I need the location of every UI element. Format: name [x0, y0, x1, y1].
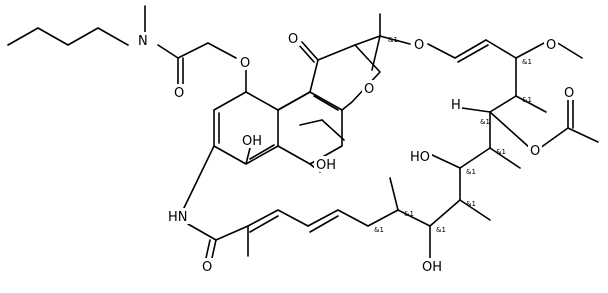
atom-o-aryl-ether: O: [240, 56, 250, 71]
bond-lines: [7, 5, 599, 259]
atom-labels: N O O O O O O O O H OH OH HO OH HN O: [136, 30, 576, 275]
stereo-label: &1: [466, 168, 476, 176]
atom-o-acetate-ester: O: [530, 144, 540, 159]
atom-o-lactam: O: [202, 260, 212, 275]
stereo-label: &1: [436, 226, 446, 234]
stereo-labels: &1 &1 &1 &1 &1 &1 &1 &1 &1 &1: [374, 36, 532, 234]
atom-o-ketone: O: [288, 32, 298, 47]
stereo-label: &1: [496, 148, 506, 156]
stereo-label: &1: [522, 96, 532, 104]
stereo-label: &1: [522, 58, 532, 66]
atom-oh-chain-2: OH: [422, 260, 442, 275]
stereo-label: &1: [480, 118, 490, 126]
atom-oh-naphth-2: OH: [316, 158, 336, 173]
atom-oh-naphth-1: OH: [242, 134, 262, 149]
atom-h-stereo: H: [451, 98, 461, 113]
atom-o-amide-carbonyl: O: [174, 86, 184, 101]
atom-o-furan: O: [364, 82, 374, 97]
atom-o-methoxy: O: [546, 38, 556, 53]
stereo-label: &1: [388, 36, 398, 44]
atom-o-vinyl-ether: O: [414, 38, 424, 53]
atom-o-acetate-carbonyl: O: [564, 86, 574, 101]
stereo-label: &1: [404, 210, 414, 218]
atom-n-amide: N: [138, 34, 148, 49]
stereo-label: &1: [466, 200, 476, 208]
stereo-label: &1: [374, 226, 384, 234]
atom-oh-chain-1: HO: [410, 150, 430, 165]
atom-nh-lactam: HN: [168, 210, 188, 225]
